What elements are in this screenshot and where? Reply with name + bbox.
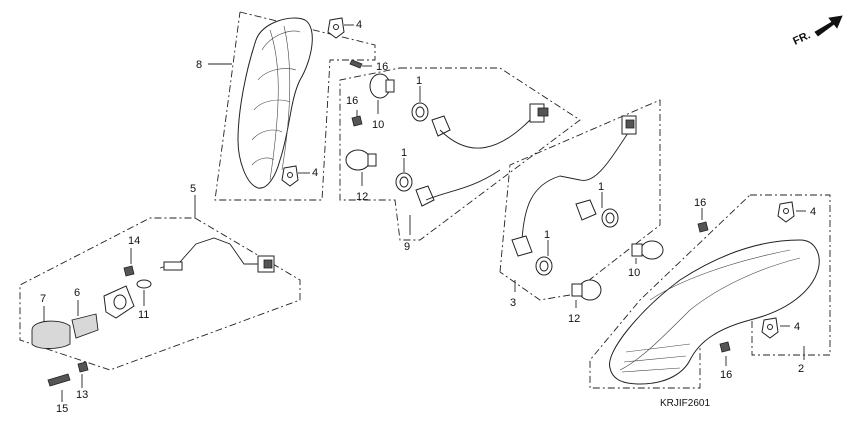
- diagram-code: KRJIF2601: [660, 398, 710, 409]
- front-direction-indicator: FR.: [791, 15, 843, 48]
- front-label: FR.: [791, 29, 812, 47]
- callout-10-bottom: 10: [628, 267, 640, 279]
- callout-1-third: 1: [544, 229, 550, 241]
- callout-4-mid: 4: [312, 167, 318, 179]
- callout-13: 13: [76, 389, 88, 401]
- callout-16-top: 16: [376, 61, 388, 73]
- callout-11: 11: [138, 309, 149, 321]
- callout-5: 5: [190, 183, 196, 195]
- callout-4-right-bottom: 4: [794, 321, 800, 333]
- callout-9: 9: [404, 241, 410, 253]
- callout-2: 2: [798, 363, 804, 375]
- callout-10-top: 10: [372, 119, 384, 131]
- callout-16-right-top: 16: [694, 197, 706, 209]
- part-5-group: 5 7 6 11 14 13 15: [19, 183, 301, 415]
- callout-7: 7: [40, 293, 46, 305]
- callout-15: 15: [56, 403, 68, 415]
- callout-12-bottom: 12: [568, 313, 580, 325]
- callout-3: 3: [510, 297, 516, 309]
- callout-16-right-bottom: 16: [720, 369, 732, 381]
- part-2-group: 16 4 4 16 2: [589, 194, 831, 389]
- callout-4-right-top: 4: [810, 206, 816, 218]
- callout-1-fourth: 1: [598, 181, 604, 193]
- part-9-group: 10 1 12 1 9: [339, 67, 581, 253]
- part-3-group: 1 1 10 12 3: [499, 99, 664, 325]
- callout-1-second: 1: [401, 147, 407, 159]
- callout-6: 6: [74, 287, 80, 299]
- callout-4-top: 4: [356, 19, 362, 31]
- part-8-group: 8 4 4 16 16: [196, 11, 388, 201]
- callout-16-second: 16: [346, 95, 358, 107]
- callout-12-top: 12: [356, 191, 368, 203]
- callout-8: 8: [196, 59, 202, 71]
- front-arrow-icon: [814, 15, 843, 37]
- callout-1-top: 1: [416, 75, 422, 87]
- callout-14: 14: [128, 235, 140, 247]
